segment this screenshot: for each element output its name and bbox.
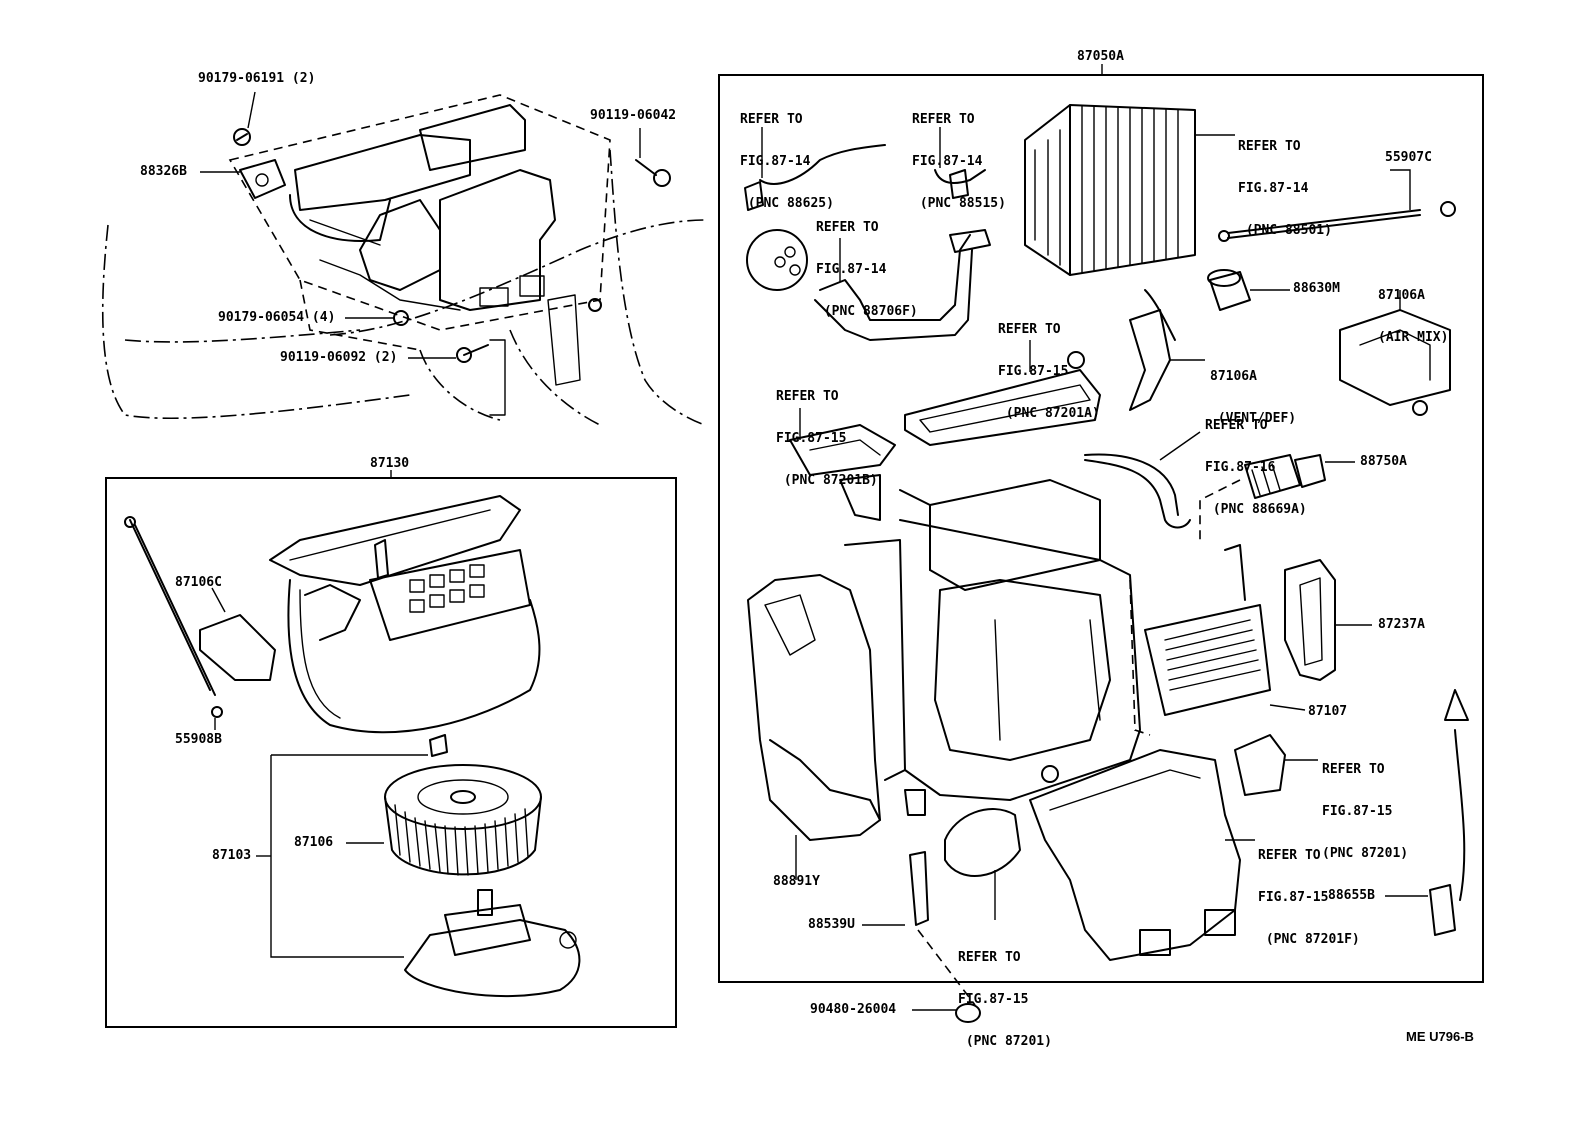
refer-line-3: (PNC 88515) [912,196,1006,211]
refer-88669A: REFER TO FIG.87-16 (PNC 88669A) [1205,391,1307,531]
callout-line-1: 87106A [1378,288,1425,303]
refer-line-2: FIG.87-14 [912,154,983,169]
blower-unit [269,495,541,734]
refer-87201A: REFER TO FIG.87-15 (PNC 87201A) [998,295,1100,435]
refer-line-2: FIG.87-15 [1258,890,1329,905]
callout-87106A-air-mix: 87106A (AIR MIX) [1378,261,1448,359]
refer-line-3: (PNC 88625) [740,196,834,211]
callout-87106A-vent-def: 87106A (VENT/DEF) [1210,342,1296,440]
refer-line-1: REFER TO [1258,848,1321,863]
callout-90179-06054: 90179-06054 (4) [218,310,336,325]
refer-line-3: (PNC 87201B) [776,473,878,488]
heater-core [1144,544,1271,716]
refer-87201B: REFER TO FIG.87-15 (PNC 87201B) [776,362,878,502]
refer-line-2: FIG.87-15 [776,431,847,446]
blower-fan [384,764,542,876]
refer-line-1: REFER TO [740,112,803,127]
refer-line-2: FIG.87-16 [1205,460,1276,475]
refer-line-3: (PNC 88669A) [1205,502,1307,517]
evaporator [1024,104,1196,276]
refer-88515: REFER TO FIG.87-14 (PNC 88515) [912,85,1006,225]
refer-line-3: (PNC 87201F) [1258,932,1360,947]
callout-55908B: 55908B [175,732,222,747]
refer-line-2: FIG.87-15 [958,992,1029,1007]
callout-88750A: 88750A [1360,454,1407,469]
callout-88539U: 88539U [808,917,855,932]
refer-line-3: (PNC 88706F) [816,304,918,319]
callout-87050A: 87050A [1077,49,1124,64]
refer-line-1: REFER TO [912,112,975,127]
refer-line-1: REFER TO [998,322,1061,337]
callout-87106C: 87106C [175,575,222,590]
callout-90119-06042: 90119-06042 [590,108,677,123]
callout-line-2: (AIR MIX) [1378,330,1449,345]
callout-87130: 87130 [370,456,410,471]
refer-87201-right: REFER TO FIG.87-15 (PNC 87201) [1322,735,1408,875]
blower-motor [404,889,581,998]
unit-box-frame [718,74,1484,983]
refer-line-2: FIG.87-14 [740,154,811,169]
callout-55907C: 55907C [1385,150,1432,165]
callout-90179-06191: 90179-06191 (2) [198,71,316,86]
refer-line-3: (PNC 88501) [1238,223,1332,238]
callout-88630M: 88630M [1293,281,1340,296]
refer-87201F: REFER TO FIG.87-15 (PNC 87201F) [1258,821,1360,961]
installation-view [101,94,706,426]
callout-87107: 87107 [1308,704,1348,719]
callout-line-1: 87106A [1210,369,1257,384]
refer-line-1: REFER TO [1322,762,1385,777]
heater-case [844,479,1141,801]
refer-line-2: FIG.87-15 [1322,804,1393,819]
lower-duct [1029,749,1241,961]
callout-87103: 87103 [212,848,252,863]
callout-88326B: 88326B [140,164,187,179]
callout-90119-06092: 90119-06092 (2) [280,350,398,365]
refer-line-1: REFER TO [1238,139,1301,154]
refer-line-3: (PNC 87201) [1322,846,1409,861]
refer-line-3: (PNC 87201A) [998,406,1100,421]
callout-87106: 87106 [294,835,334,850]
refer-line-2: FIG.87-15 [998,364,1069,379]
callout-90480-26004: 90480-26004 [810,1002,897,1017]
diagram-code: ME U796-B [1406,1029,1474,1044]
refer-line-1: REFER TO [816,220,879,235]
refer-87201-bottom: REFER TO FIG.87-15 (PNC 87201) [958,923,1052,1063]
refer-line-1: REFER TO [1205,418,1268,433]
refer-line-1: REFER TO [776,389,839,404]
callout-88655B: 88655B [1328,888,1375,903]
refer-88706F: REFER TO FIG.87-14 (PNC 88706F) [816,193,918,333]
callout-line-2: (VENT/DEF) [1210,411,1297,426]
refer-line-1: REFER TO [958,950,1021,965]
refer-line-2: FIG.87-14 [1238,181,1309,196]
blower-box-frame [105,477,677,1028]
refer-88625: REFER TO FIG.87-14 (PNC 88625) [740,85,834,225]
refer-line-3: (PNC 87201) [958,1034,1052,1049]
refer-line-2: FIG.87-14 [816,262,887,277]
refer-88501: REFER TO FIG.87-14 (PNC 88501) [1238,112,1332,252]
callout-88891Y: 88891Y [773,874,820,889]
callout-87237A: 87237A [1378,617,1425,632]
